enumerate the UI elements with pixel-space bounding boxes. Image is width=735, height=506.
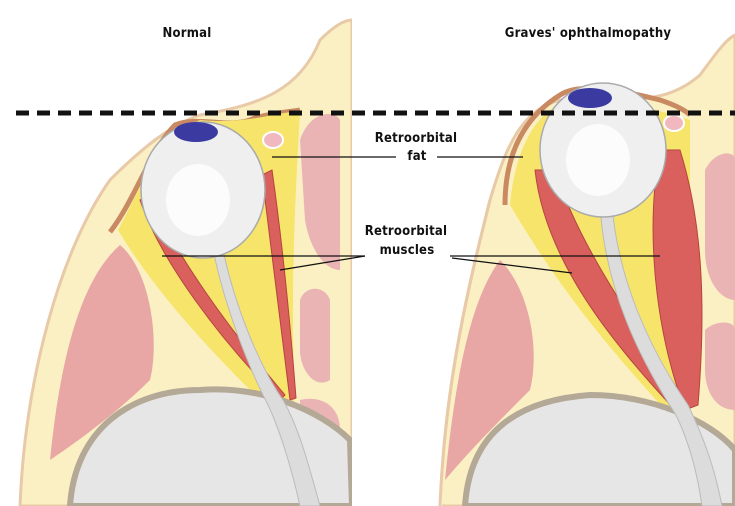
muscles-label-line1: Retroorbital	[364, 224, 448, 239]
sinus-left-1	[300, 114, 340, 270]
muscle-medial-left	[261, 169, 297, 401]
optic-nerve-right	[599, 204, 723, 506]
sinus-right-2	[705, 322, 735, 410]
fat-label-line1: Retroorbital	[374, 131, 458, 146]
graves-title: Graves' ophthalmopathy	[504, 26, 672, 41]
sinus-right-1	[705, 153, 735, 300]
muscles-label-line2: muscles	[379, 243, 435, 258]
brain-right	[461, 391, 735, 506]
muscle-leader-right-2	[451, 257, 573, 274]
panel-gap	[352, 0, 442, 506]
normal-orbit-panel	[18, 18, 356, 506]
temporal-muscle-left	[50, 245, 154, 460]
graves-orbit-panel	[438, 33, 735, 506]
lacrimal-vessel-right	[663, 114, 685, 132]
iris-left	[174, 122, 218, 142]
muscle-medial-right	[652, 149, 703, 411]
temporal-muscle-right	[445, 260, 534, 480]
sinus-left-2	[300, 288, 330, 383]
muscle-leader-left-2	[279, 255, 366, 271]
normal-title: Normal	[162, 26, 212, 41]
leader-lines	[162, 156, 660, 274]
fat-label-line2: fat	[407, 149, 427, 164]
iris-right	[568, 88, 612, 108]
lacrimal-vessel-left	[262, 131, 284, 149]
